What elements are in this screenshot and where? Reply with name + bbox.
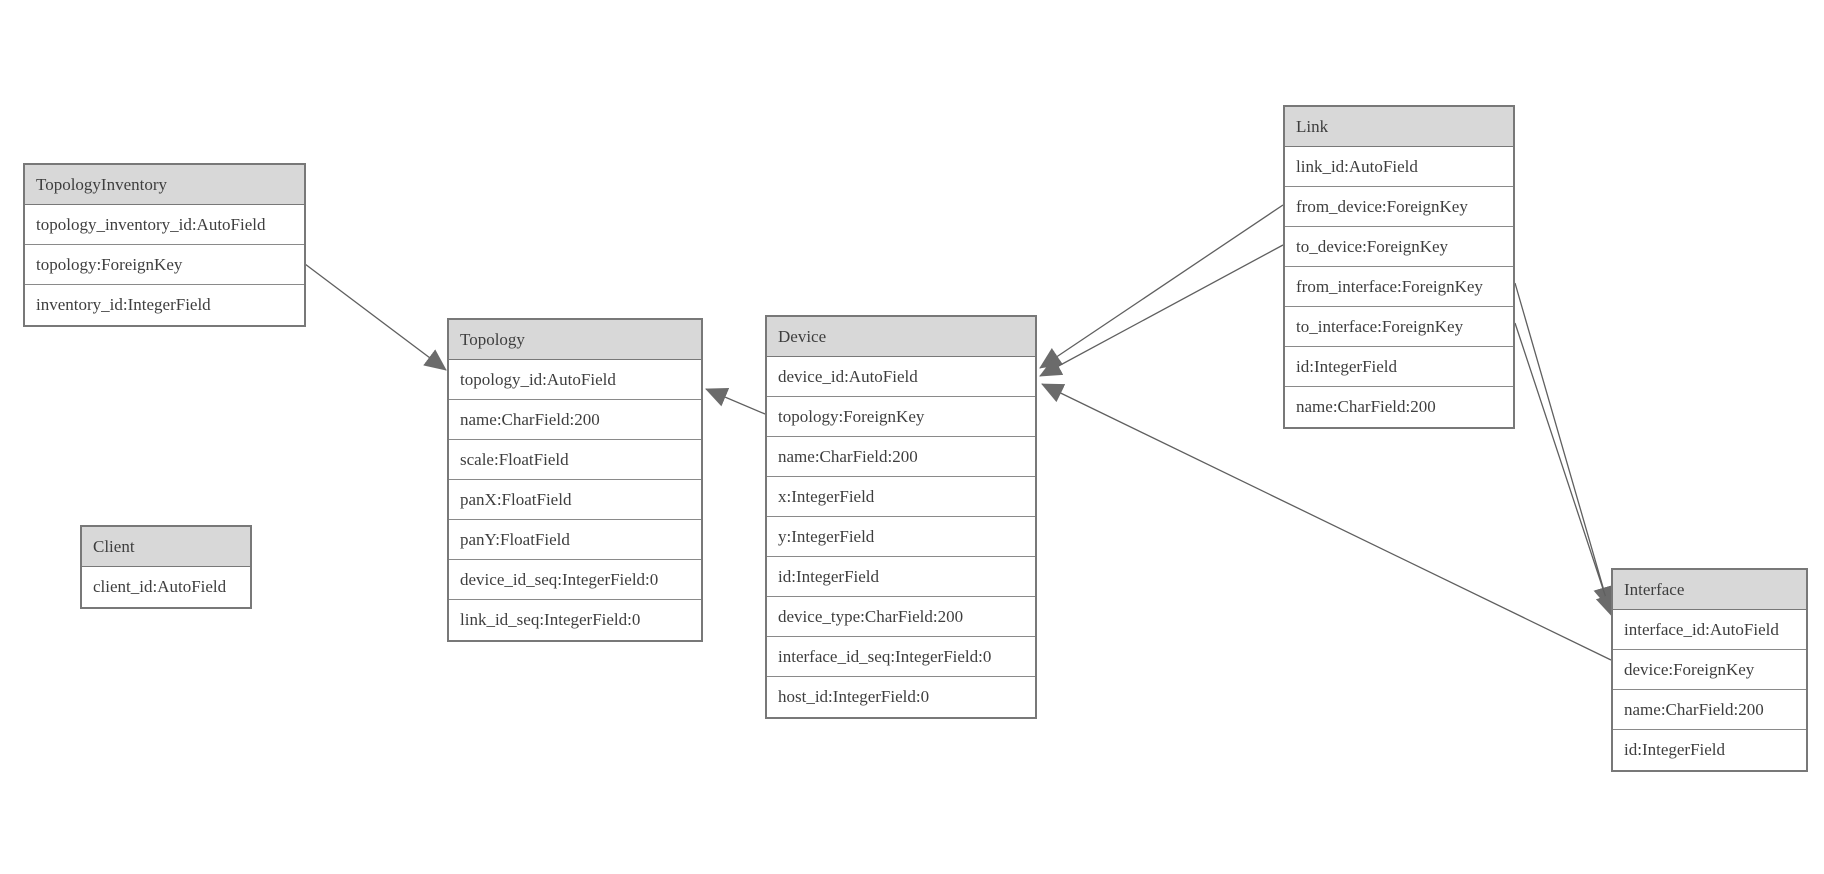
field-row: client_id:AutoField (82, 567, 250, 607)
edge-link-from-interface-to-interface (1514, 282, 1613, 609)
field-row: topology_inventory_id:AutoField (25, 205, 304, 245)
field-row: to_device:ForeignKey (1285, 227, 1513, 267)
entity-title-client: Client (82, 527, 250, 567)
field-row: from_device:ForeignKey (1285, 187, 1513, 227)
field-row: interface_id:AutoField (1613, 610, 1806, 650)
field-row: device:ForeignKey (1613, 650, 1806, 690)
field-row: topology_id:AutoField (449, 360, 701, 400)
entity-title-topology: Topology (449, 320, 701, 360)
field-row: id:IntegerField (1613, 730, 1806, 770)
field-row: name:CharField:200 (1285, 387, 1513, 427)
field-row: link_id_seq:IntegerField:0 (449, 600, 701, 640)
edge-link-to-device-to-device (1039, 244, 1284, 377)
field-row: topology:ForeignKey (767, 397, 1035, 437)
field-row: to_interface:ForeignKey (1285, 307, 1513, 347)
entity-title-link: Link (1285, 107, 1513, 147)
edge-topologyinventory-topology-to-topology (304, 263, 447, 371)
field-row: host_id:IntegerField:0 (767, 677, 1035, 717)
field-row: inventory_id:IntegerField (25, 285, 304, 325)
field-row: x:IntegerField (767, 477, 1035, 517)
field-row: topology:ForeignKey (25, 245, 304, 285)
edge-link-from-device-to-device (1039, 204, 1284, 369)
field-row: name:CharField:200 (1613, 690, 1806, 730)
entity-title-device: Device (767, 317, 1035, 357)
field-row: device_id:AutoField (767, 357, 1035, 397)
field-row: name:CharField:200 (767, 437, 1035, 477)
field-row: device_type:CharField:200 (767, 597, 1035, 637)
field-row: y:IntegerField (767, 517, 1035, 557)
field-row: link_id:AutoField (1285, 147, 1513, 187)
field-row: id:IntegerField (767, 557, 1035, 597)
field-row: panY:FloatField (449, 520, 701, 560)
field-row: name:CharField:200 (449, 400, 701, 440)
field-row: device_id_seq:IntegerField:0 (449, 560, 701, 600)
entity-title-topology_inventory: TopologyInventory (25, 165, 304, 205)
entity-title-interface: Interface (1613, 570, 1806, 610)
field-row: from_interface:ForeignKey (1285, 267, 1513, 307)
edge-link-to-interface-to-interface (1514, 322, 1615, 617)
field-row: interface_id_seq:IntegerField:0 (767, 637, 1035, 677)
field-row: panX:FloatField (449, 480, 701, 520)
field-row: id:IntegerField (1285, 347, 1513, 387)
edge-device-topology-to-topology (705, 387, 766, 415)
field-row: scale:FloatField (449, 440, 701, 480)
